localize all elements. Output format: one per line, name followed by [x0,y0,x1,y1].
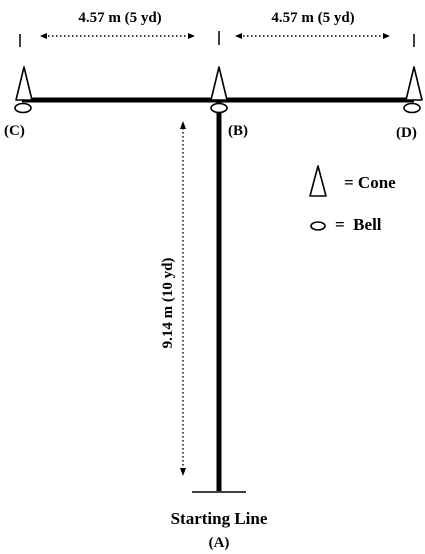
point-label-d: (D) [396,125,417,141]
left-distance-label: 4.57 m (5 yd) [78,10,161,26]
legend-bell-icon [310,221,326,231]
cone-icon-b [210,66,228,101]
left-dimension-arrow [40,33,195,39]
cone-icon-d [405,66,423,101]
bell-icon-d [403,102,421,114]
cone-icon-c [15,66,33,101]
point-label-c: (C) [4,123,25,139]
legend-bell-label: = Bell [335,215,382,234]
legend-cone-label: = Cone [344,173,396,192]
top-tick-marks [19,31,415,47]
bell-icon-b [210,102,228,114]
starting-line-label: Starting Line [171,509,268,528]
point-label-a: (A) [209,535,230,551]
point-label-b: (B) [228,123,248,139]
bell-icon-c [14,102,32,114]
vertical-distance-label: 9.14 m (10 yd) [160,258,176,349]
right-distance-label: 4.57 m (5 yd) [271,10,354,26]
legend-cone-icon [309,165,327,197]
vertical-dimension-arrow [180,121,186,476]
right-dimension-arrow [235,33,390,39]
